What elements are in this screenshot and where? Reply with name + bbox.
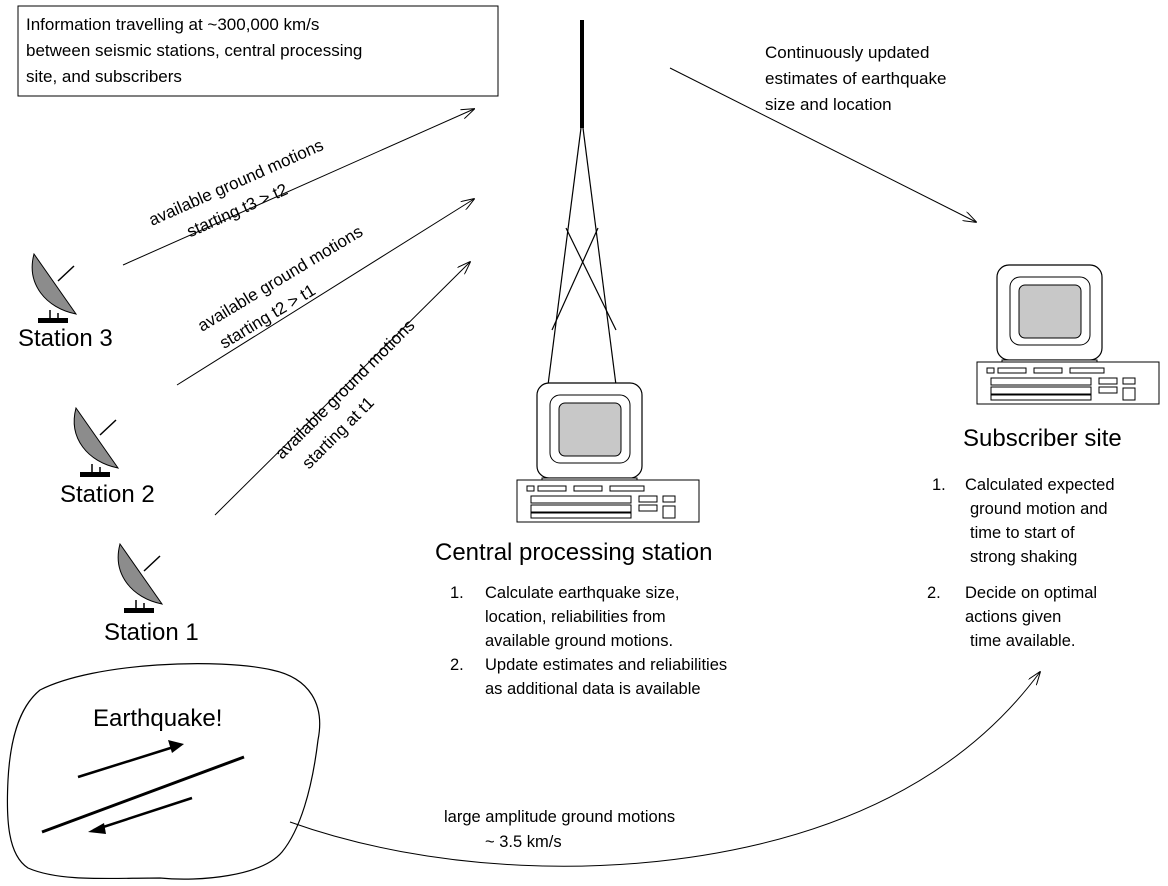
earthquake-area: Earthquake! bbox=[6, 663, 321, 880]
station-2-label: Station 2 bbox=[60, 481, 155, 508]
subscriber-step-1-line-4: strong shaking bbox=[970, 548, 1077, 566]
info-box-line-2: between seismic stations, central proces… bbox=[26, 41, 362, 60]
subscriber-step-2-line-3: time available. bbox=[970, 632, 1075, 650]
ground-motion-arrow bbox=[289, 672, 1040, 867]
station-1-message: available ground motions starting at t1 bbox=[271, 316, 418, 473]
central-step-1-num: 1. bbox=[450, 584, 464, 602]
central-step-2-line-2: as additional data is available bbox=[485, 680, 701, 698]
broadcast-line-3: size and location bbox=[765, 95, 892, 114]
info-box-line-1: Information travelling at ~300,000 km/s bbox=[26, 15, 319, 34]
fault-slip-arrow-lower bbox=[93, 796, 193, 832]
subscriber-step-2-num: 2. bbox=[927, 584, 941, 602]
central-step-2-line-1: Update estimates and reliabilities bbox=[485, 656, 727, 674]
satellite-dish-icon bbox=[117, 543, 163, 614]
central-step-1-line-2: location, reliabilities from bbox=[485, 608, 666, 626]
arrowhead-icon bbox=[168, 740, 184, 753]
fault-slip-arrow-upper bbox=[77, 743, 181, 779]
station-3: Station 3 bbox=[18, 253, 113, 352]
subscriber-steps: 1. Calculated expected ground motion and… bbox=[927, 476, 1115, 650]
subscriber-step-2-line-2: actions given bbox=[965, 608, 1061, 626]
subscriber-computer bbox=[976, 264, 1160, 405]
broadcast-line-2: estimates of earthquake bbox=[765, 69, 946, 88]
earthquake-zone-outline bbox=[6, 663, 321, 880]
station-1: Station 1 bbox=[104, 543, 199, 646]
broadcast-text: Continuously updated estimates of earthq… bbox=[765, 43, 946, 114]
satellite-dish-icon bbox=[31, 253, 77, 324]
central-step-1-line-1: Calculate earthquake size, bbox=[485, 584, 679, 602]
station-3-message: available ground motions starting t3 > t… bbox=[146, 135, 326, 241]
subscriber-step-1-num: 1. bbox=[932, 476, 946, 494]
keyboard-icon bbox=[976, 361, 1160, 405]
ground-motion-line-1: large amplitude ground motions bbox=[444, 808, 675, 826]
arrowhead-icon bbox=[88, 823, 106, 834]
subscriber-step-2-line-1: Decide on optimal bbox=[965, 584, 1097, 602]
computer-monitor-icon bbox=[996, 264, 1103, 368]
station-3-label: Station 3 bbox=[18, 325, 113, 352]
earthquake-label: Earthquake! bbox=[93, 705, 222, 732]
station-3-arrow bbox=[122, 109, 474, 266]
station-2-arrow bbox=[176, 199, 474, 386]
central-steps: 1. Calculate earthquake size, location, … bbox=[450, 584, 727, 698]
central-step-1-line-3: available ground motions. bbox=[485, 632, 673, 650]
fault-line bbox=[41, 755, 245, 834]
subscriber-step-1-line-2: ground motion and bbox=[970, 500, 1108, 518]
info-box-line-3: site, and subscribers bbox=[26, 67, 182, 86]
subscriber-step-1-line-1: Calculated expected bbox=[965, 476, 1115, 494]
info-box-frame bbox=[17, 5, 499, 97]
station-1-message-line-1: available ground motions bbox=[271, 316, 418, 463]
station-2: Station 2 bbox=[60, 407, 155, 508]
broadcast-line-1: Continuously updated bbox=[765, 43, 929, 62]
central-computer bbox=[516, 382, 700, 523]
broadcast-arrow bbox=[669, 67, 976, 222]
station-1-arrow bbox=[214, 262, 470, 516]
subscriber-step-1-line-3: time to start of bbox=[970, 524, 1075, 542]
computer-monitor-icon bbox=[536, 382, 643, 486]
keyboard-icon bbox=[516, 479, 700, 523]
broadcast-tower-icon bbox=[547, 20, 617, 386]
info-box: Information travelling at ~300,000 km/s … bbox=[17, 5, 499, 97]
central-step-2-num: 2. bbox=[450, 656, 464, 674]
subscriber-title: Subscriber site bbox=[963, 425, 1122, 452]
central-title: Central processing station bbox=[435, 539, 712, 566]
station-2-message: available ground motions starting t2 > t… bbox=[194, 222, 366, 353]
station-1-label: Station 1 bbox=[104, 619, 199, 646]
satellite-dish-icon bbox=[73, 407, 119, 478]
ground-motion-line-2: ~ 3.5 km/s bbox=[485, 833, 562, 851]
